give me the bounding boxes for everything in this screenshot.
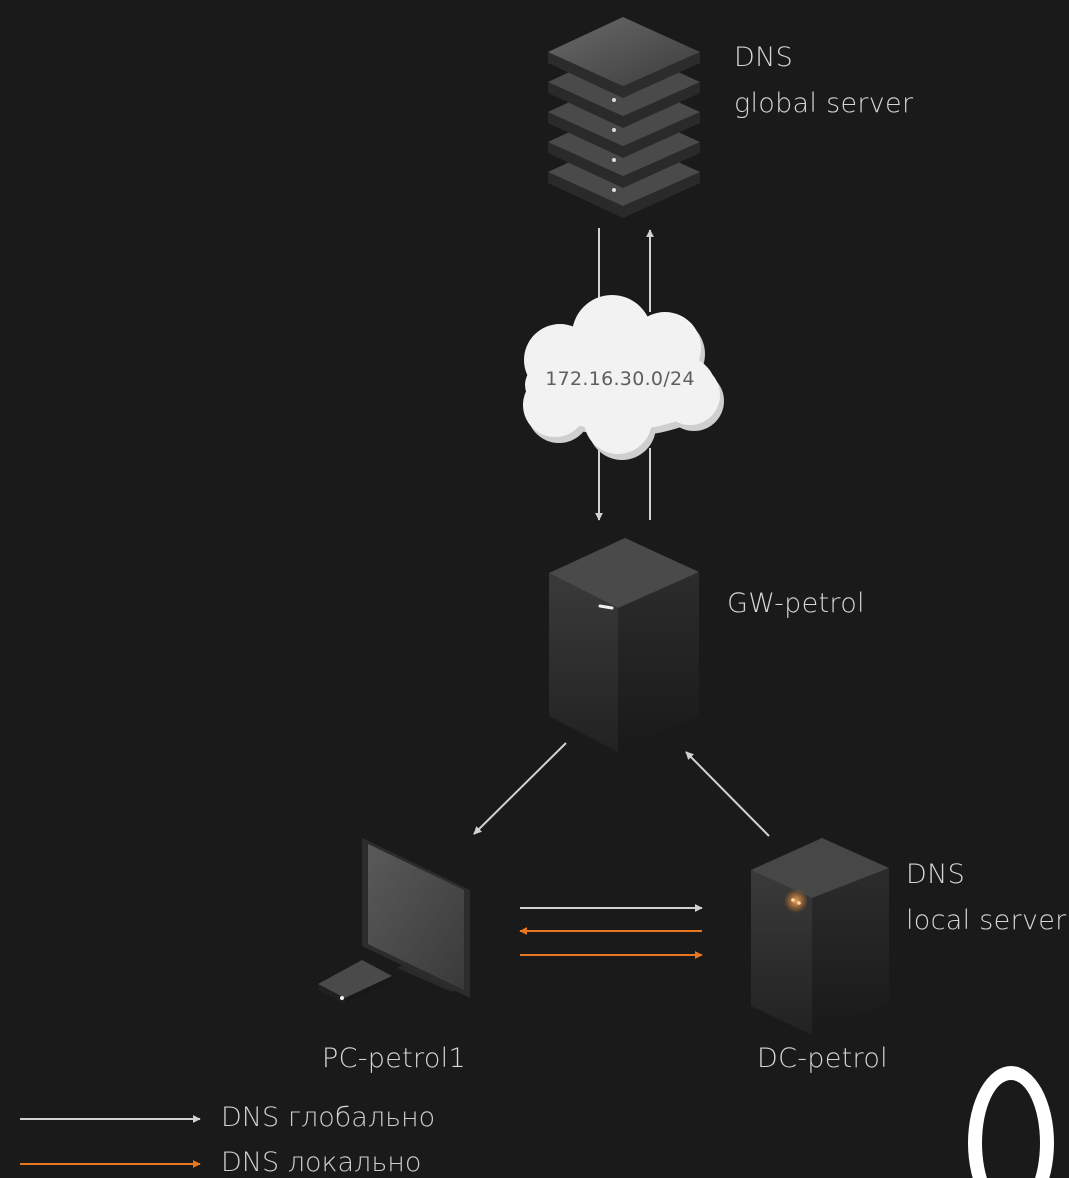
cloud-subnet-label: 172.16.30.0/24: [545, 368, 695, 390]
legend-global-label: DNS глобально: [221, 1102, 436, 1133]
arrow-dc-to-gw: [685, 751, 770, 837]
legend-local-label: DNS локально: [221, 1147, 422, 1178]
arrow-gw-to-pc: [473, 742, 567, 835]
gw-label: GW-petrol: [727, 588, 865, 619]
dc-server-icon: [751, 838, 889, 1035]
dns-local-label: DNS local server: [906, 852, 1067, 944]
dns-global-line2: global server: [734, 88, 914, 119]
dns-global-server-icon: [548, 17, 700, 218]
dns-global-label: DNS global server: [734, 35, 913, 127]
dns-local-line2: local server: [906, 905, 1067, 936]
network-cloud-icon: [523, 295, 724, 460]
dns-local-line1: DNS: [906, 859, 966, 890]
pc-label: PC-petrol1: [322, 1043, 466, 1074]
pc-computer-icon: [318, 838, 470, 1004]
gw-server-icon: [549, 538, 699, 752]
dns-global-line1: DNS: [734, 42, 794, 73]
dc-label: DC-petrol: [757, 1043, 888, 1074]
